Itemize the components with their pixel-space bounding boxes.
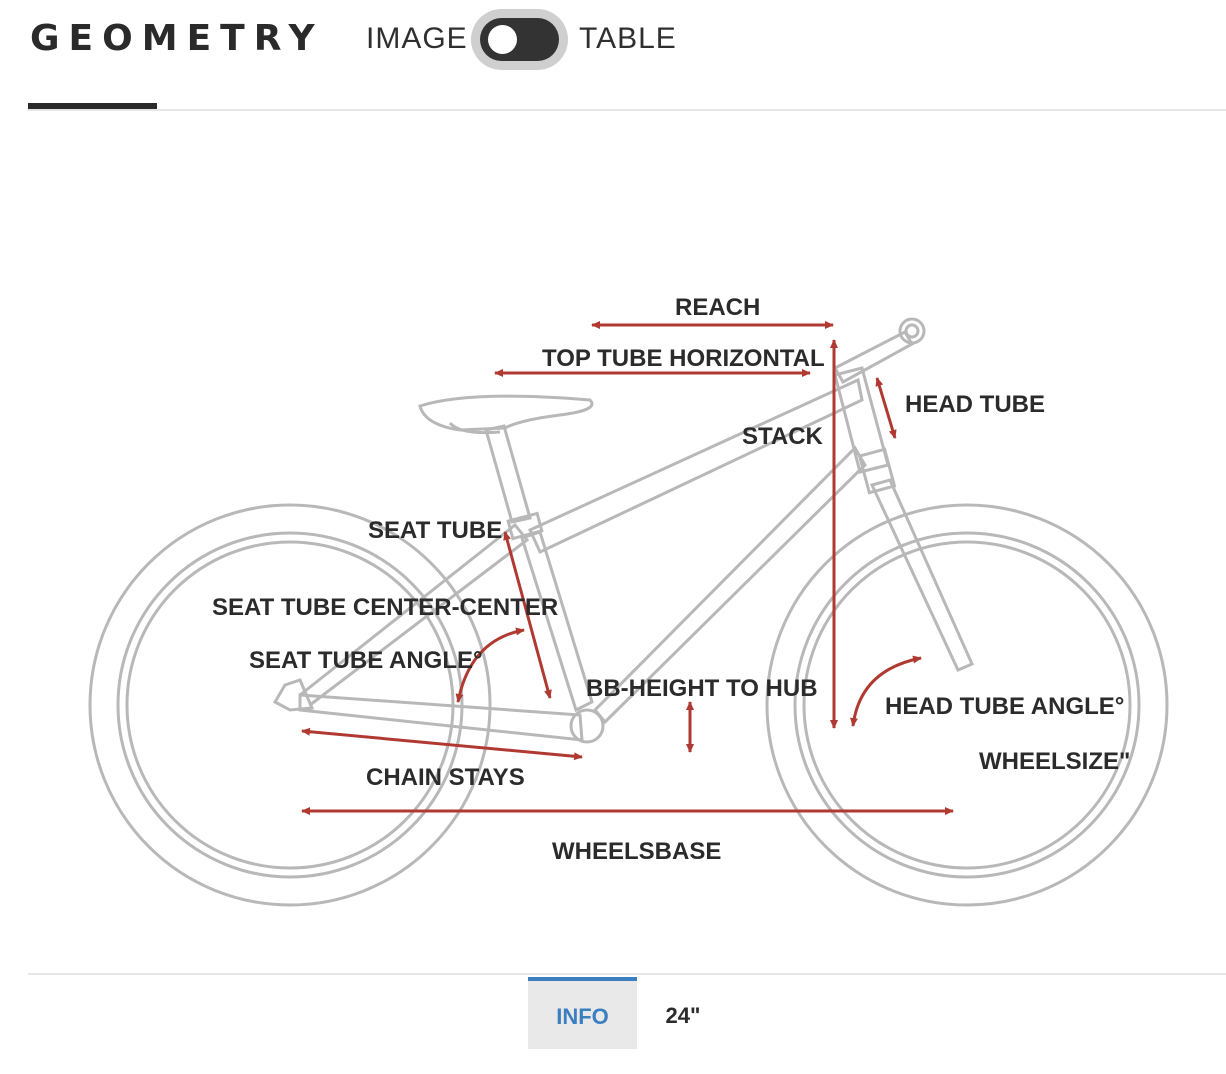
seat-tube — [520, 530, 594, 713]
wheelsbase-label: WHEELSBASE — [552, 838, 721, 865]
head-tube-arrow — [875, 377, 897, 439]
bottom-bracket — [569, 708, 605, 744]
handlebar-end — [898, 317, 926, 345]
chain-stays-arrow — [301, 727, 583, 761]
seat-tube-center-center-label: SEAT TUBE CENTER-CENTER — [212, 594, 558, 621]
measurement-arrows — [301, 321, 954, 815]
fork — [869, 478, 974, 672]
front-rim — [793, 531, 1141, 879]
wheelsize-label: WHEELSIZE" — [979, 748, 1130, 775]
rear-rim — [116, 531, 464, 879]
stem — [832, 330, 915, 385]
head-tube-label: HEAD TUBE — [905, 391, 1045, 418]
seat-post — [484, 424, 532, 524]
chain-stays-label: CHAIN STAYS — [366, 764, 525, 791]
saddle — [418, 394, 594, 432]
page-title: GEOMETRY — [30, 18, 324, 59]
image-table-toggle[interactable] — [471, 9, 568, 70]
head-tube-angle-label: HEAD TUBE ANGLE° — [885, 693, 1124, 720]
tab-info[interactable]: INFO — [528, 977, 637, 1049]
geometry-header: GEOMETRY IMAGE TABLE — [0, 0, 1226, 112]
reach-label: REACH — [675, 294, 760, 321]
view-option-image[interactable]: IMAGE — [366, 22, 468, 55]
title-underline — [28, 103, 157, 109]
stack-label: STACK — [742, 423, 824, 450]
tab-size-24[interactable]: 24" — [665, 1003, 701, 1028]
front-rim-inner — [802, 540, 1132, 870]
front-tire — [765, 503, 1169, 907]
rear-rim-inner — [125, 540, 455, 870]
rear-dropout — [272, 678, 315, 712]
seat-tube-arrow — [503, 531, 552, 699]
geometry-diagram: REACH TOP TUBE HORIZONTAL HEAD TUBE STAC… — [0, 240, 1226, 940]
bb-height-to-hub-label: BB-HEIGHT TO HUB — [586, 675, 818, 702]
toggle-knob — [488, 25, 517, 54]
handlebar-end-inner — [904, 323, 920, 339]
toggle-track — [480, 18, 559, 61]
view-option-table[interactable]: TABLE — [579, 22, 677, 55]
saddle-base — [448, 421, 501, 435]
rear-tire — [88, 503, 492, 907]
footer-divider — [28, 973, 1226, 975]
headset-cup — [857, 447, 897, 495]
top-tube — [528, 377, 864, 555]
head-tube-angle-arc — [850, 655, 922, 727]
seat-tube-angle-label: SEAT TUBE ANGLE° — [249, 647, 483, 674]
top-tube-horizontal-label: TOP TUBE HORIZONTAL — [542, 345, 825, 372]
seat-tube-label: SEAT TUBE — [368, 517, 502, 544]
bike-geometry-illustration: REACH TOP TUBE HORIZONTAL HEAD TUBE STAC… — [88, 294, 1169, 907]
header-divider — [28, 109, 1226, 111]
seat-tube-angle-arc — [455, 627, 525, 703]
